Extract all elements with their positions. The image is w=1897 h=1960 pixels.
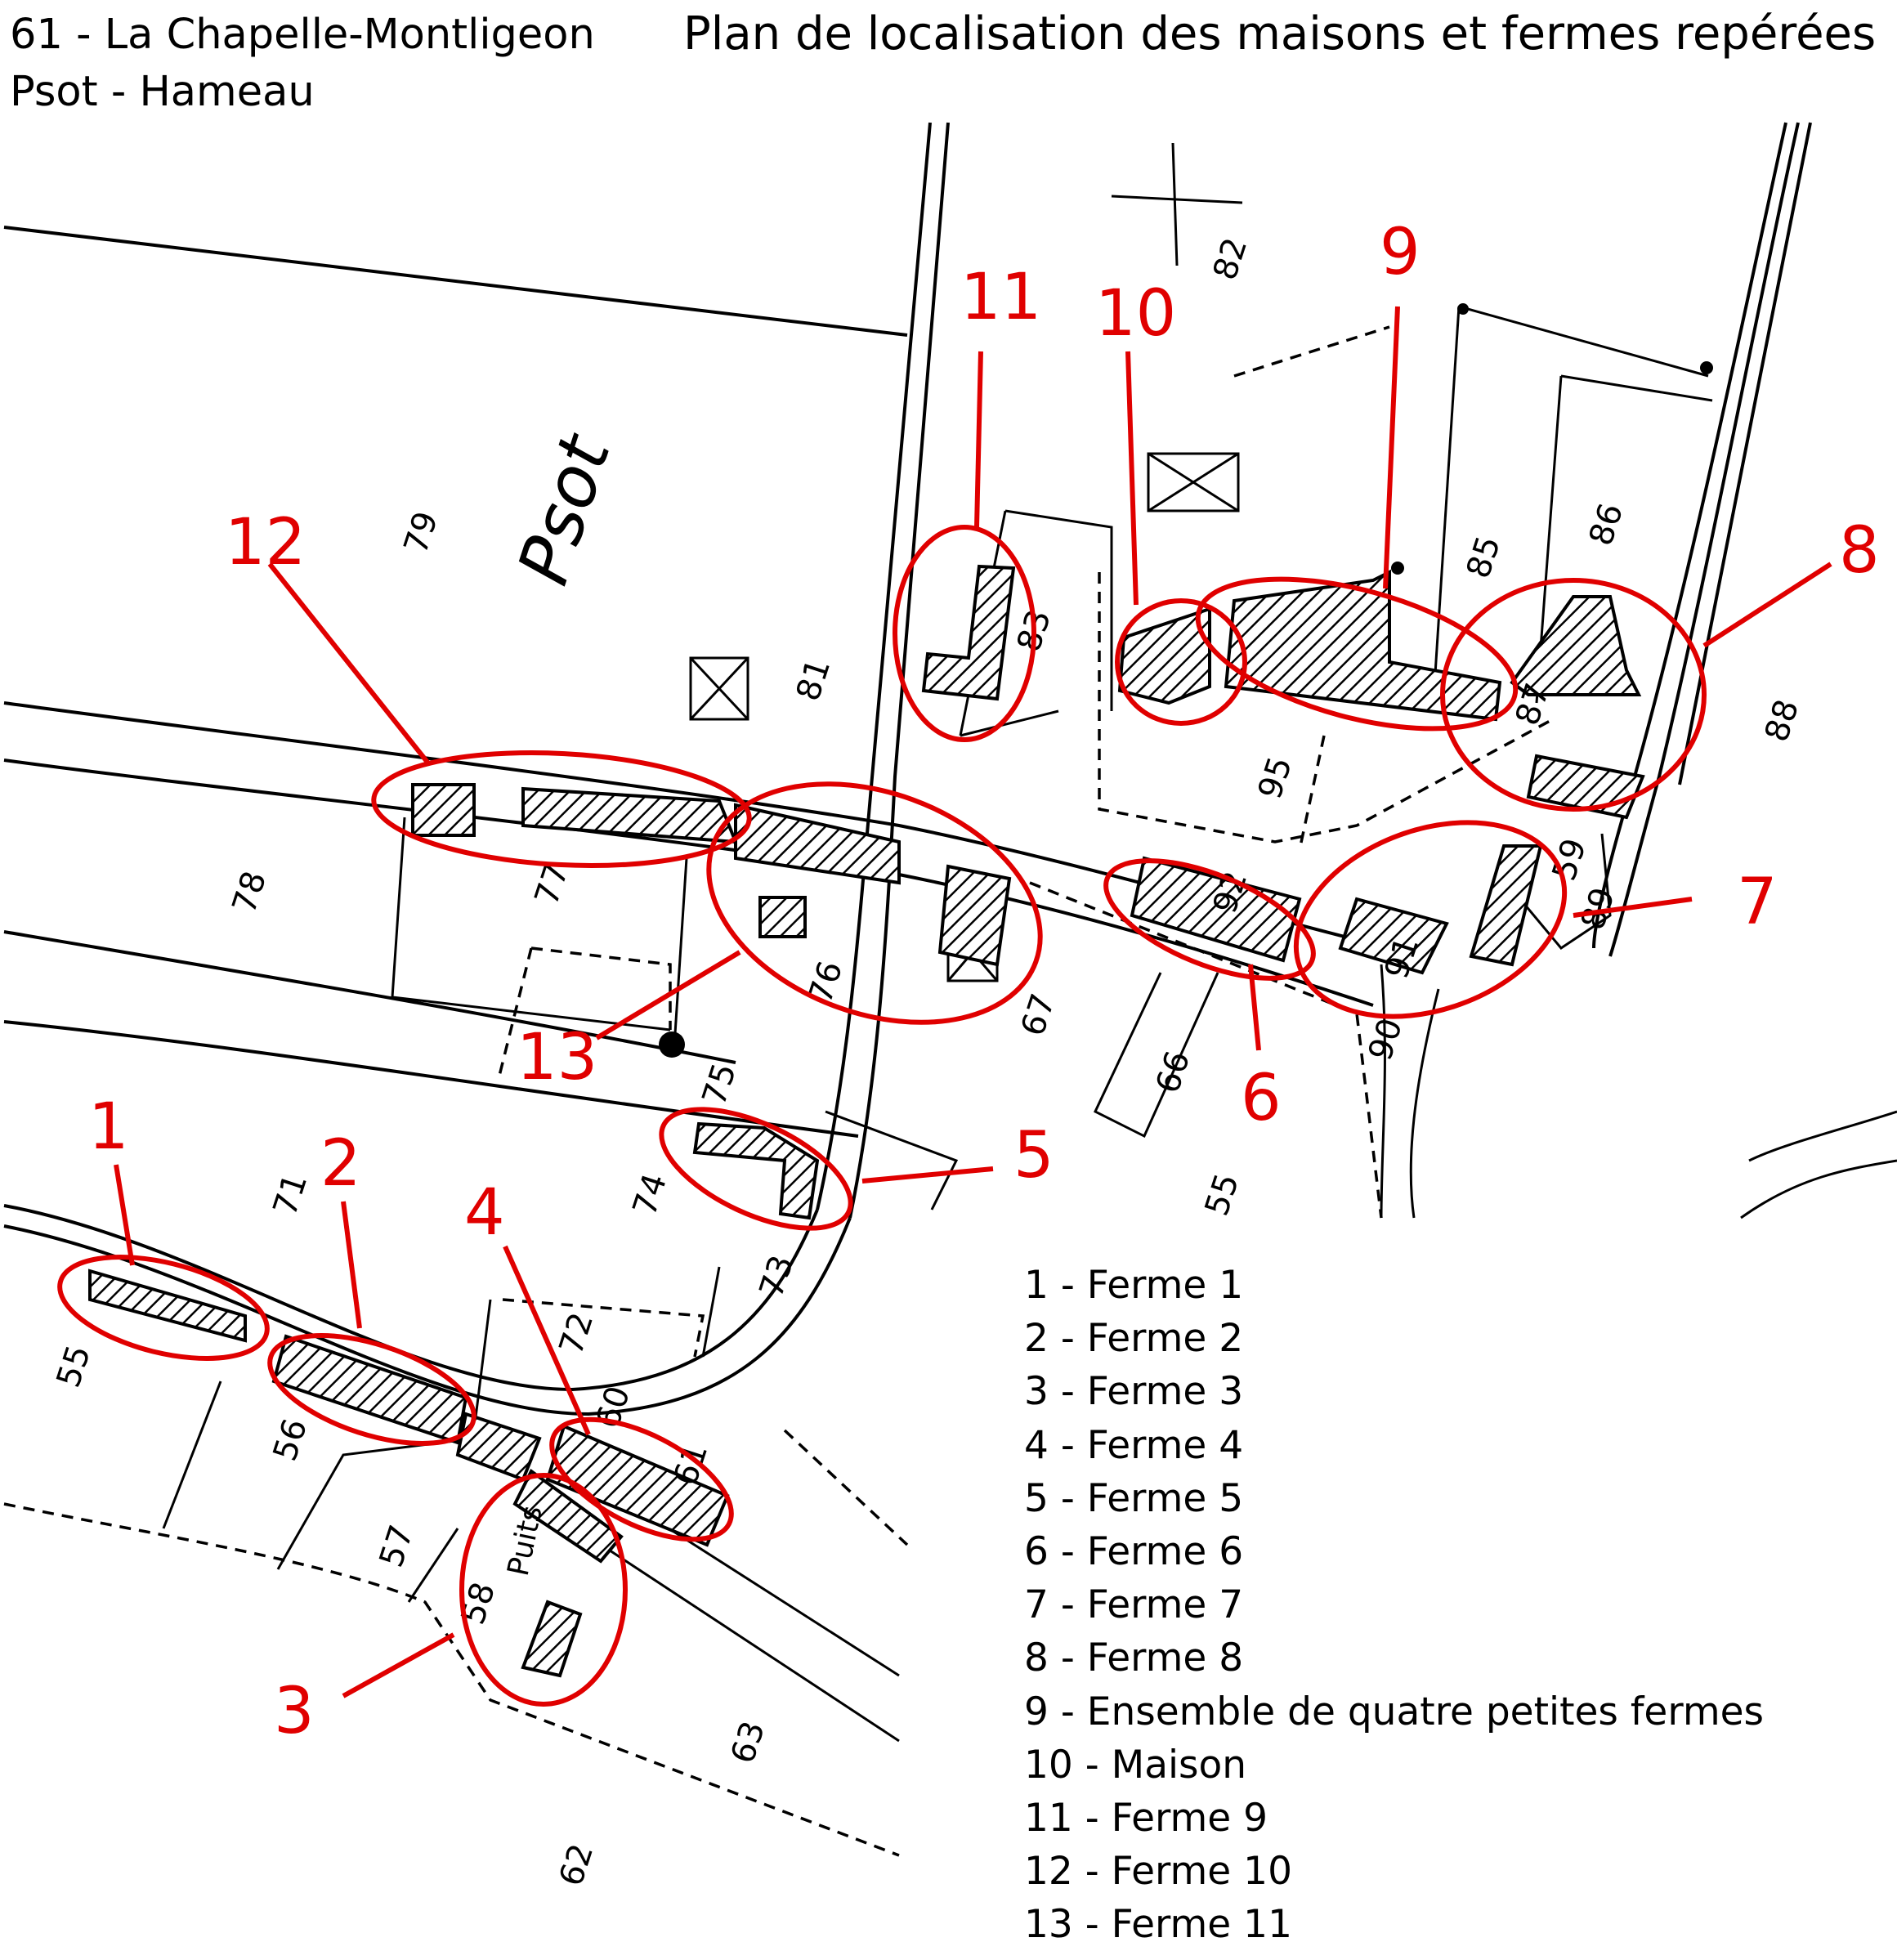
parcel-number: 71 xyxy=(266,1169,315,1220)
parcel-number: 57 xyxy=(373,1520,421,1572)
annotation-rings xyxy=(57,525,1707,1707)
parcel-number: 75 xyxy=(696,1058,744,1110)
ring-ferme-5 xyxy=(659,1107,853,1231)
parcel-number: 90 xyxy=(1362,1014,1410,1065)
legend-item: 7 - Ferme 7 xyxy=(1024,1582,1244,1628)
annotation-leaders xyxy=(114,306,1832,1698)
callout-number: 3 xyxy=(274,1675,315,1748)
ring-ferme-9 xyxy=(893,525,1036,742)
parcel-number: 72 xyxy=(553,1308,601,1359)
locality-label: Psot - Hameau xyxy=(10,68,315,116)
parcel-number: 63 xyxy=(724,1716,772,1768)
ring-maison xyxy=(1115,598,1247,726)
building-ferme-3a xyxy=(512,1468,624,1564)
ring-ferme-7 xyxy=(1293,820,1568,1019)
callout-number: 5 xyxy=(1013,1119,1054,1193)
building-ferme-8a xyxy=(1510,595,1642,696)
map-title: Plan de localisation des maisons et ferm… xyxy=(683,7,1877,60)
building-ferme-5 xyxy=(692,1121,820,1220)
ring-ferme-4 xyxy=(549,1416,734,1542)
well-label: Puits xyxy=(502,1502,549,1578)
legend-item: 13 - Ferme 11 xyxy=(1024,1902,1292,1948)
parcel-number: 74 xyxy=(626,1169,674,1220)
ring-ferme-10 xyxy=(371,750,752,868)
callout-number: 6 xyxy=(1241,1062,1282,1135)
callout-number: 13 xyxy=(517,1021,597,1094)
legend-item: 4 - Ferme 4 xyxy=(1024,1422,1244,1468)
commune-label: 61 - La Chapelle-Montligeon xyxy=(10,11,595,59)
parcel-number: 55 xyxy=(1198,1169,1246,1220)
annotation-numbers: 1 2 3 4 5 6 7 8 9 10 11 12 13 xyxy=(88,216,1880,1748)
legend-item: 3 - Ferme 3 xyxy=(1024,1369,1244,1415)
callout-number: 8 xyxy=(1839,514,1880,588)
parcel-number: 81 xyxy=(790,654,838,705)
building-ferme-2 xyxy=(271,1334,468,1445)
legend-item: 12 - Ferme 10 xyxy=(1024,1849,1292,1895)
legend: 1 - Ferme 1 2 - Ferme 2 3 - Ferme 3 4 - … xyxy=(1024,1259,1764,1952)
legend-item: 6 - Ferme 6 xyxy=(1024,1529,1244,1575)
place-name-label: Psot xyxy=(503,423,628,593)
parcel-number: 82 xyxy=(1206,233,1255,284)
legend-item: 1 - Ferme 1 xyxy=(1024,1263,1244,1308)
building-ferme-1 xyxy=(88,1269,247,1343)
building-ferme-7b xyxy=(1338,897,1449,975)
building-ferme-9 xyxy=(921,564,1016,701)
callout-number: 9 xyxy=(1380,216,1421,289)
ring-ferme-2 xyxy=(267,1333,476,1446)
legend-item: 2 - Ferme 2 xyxy=(1024,1316,1244,1362)
legend-item: 10 - Maison xyxy=(1024,1742,1247,1788)
building-ferme-11-annex xyxy=(758,896,807,938)
building-ensemble-fermes xyxy=(1224,569,1502,722)
parcel-number: 56 xyxy=(266,1414,315,1466)
callout-number: 7 xyxy=(1737,866,1778,939)
parcel-number: 66 xyxy=(1149,1046,1197,1098)
ring-ferme-6 xyxy=(1103,858,1316,981)
parcel-number: 62 xyxy=(553,1839,601,1891)
ring-ferme-3 xyxy=(459,1473,628,1707)
callout-number: 12 xyxy=(225,506,306,579)
building-ferme-4 xyxy=(545,1424,730,1547)
callout-number: 11 xyxy=(960,261,1041,334)
ring-ensemble-fermes xyxy=(1195,576,1519,732)
legend-item: 11 - Ferme 9 xyxy=(1024,1796,1268,1841)
callout-number: 4 xyxy=(464,1176,505,1250)
parcel-number: 55 xyxy=(50,1340,98,1392)
legend-item: 8 - Ferme 8 xyxy=(1024,1636,1244,1681)
building-ferme-10a xyxy=(411,783,476,837)
legend-item: 5 - Ferme 5 xyxy=(1024,1475,1244,1521)
parcel-number: 86 xyxy=(1582,499,1631,550)
parcel-number: 79 xyxy=(397,507,445,558)
building-ferme-12 xyxy=(937,864,1012,967)
callout-number: 10 xyxy=(1095,277,1176,351)
building-ferme-3b xyxy=(521,1600,583,1678)
callout-number: 2 xyxy=(320,1127,361,1201)
ring-ferme-8 xyxy=(1440,578,1707,812)
callout-number: 1 xyxy=(88,1090,129,1164)
ring-ferme-11 xyxy=(706,781,1043,1025)
parcel-number: 95 xyxy=(1251,752,1300,803)
parcel-number: 85 xyxy=(1460,531,1508,583)
ring-ferme-1 xyxy=(57,1255,270,1361)
legend-item: 9 - Ensemble de quatre petites fermes xyxy=(1024,1689,1765,1734)
building-ferme-11 xyxy=(734,803,901,885)
building-ferme-7a xyxy=(1469,844,1543,967)
parcel-number: 88 xyxy=(1758,695,1806,746)
parcel-number: 78 xyxy=(226,866,274,918)
buildings xyxy=(88,564,1645,1678)
parcel-number: 67 xyxy=(1014,989,1063,1040)
